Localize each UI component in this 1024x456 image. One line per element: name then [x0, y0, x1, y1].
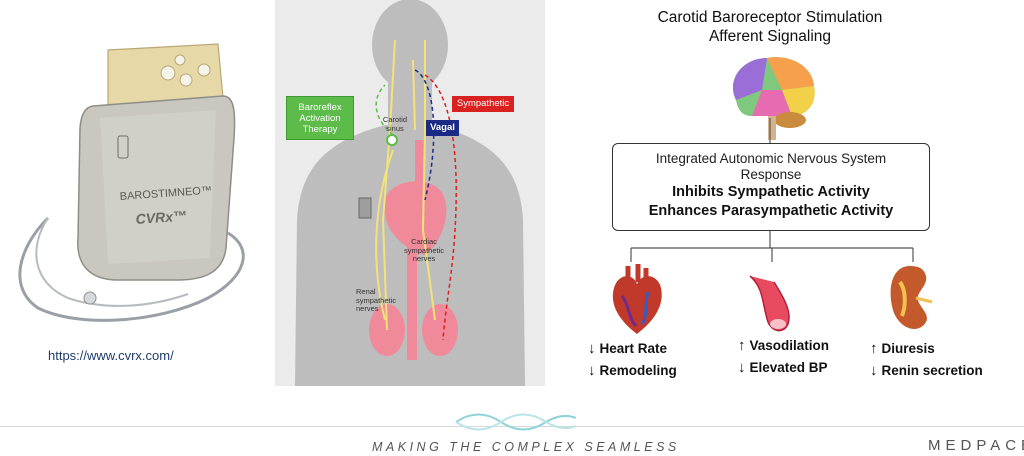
enhances-parasympathetic-text: Enhances Parasympathetic Activity	[648, 203, 894, 219]
organs	[369, 140, 458, 360]
aorta	[415, 140, 425, 200]
kidney-effects: ↑Diuresis ↓Renin secretion	[870, 338, 983, 382]
response-line-2: Response	[740, 167, 802, 182]
vessel-icon	[749, 275, 790, 332]
down-arrow-icon: ↓	[588, 340, 596, 357]
cvrx-link[interactable]: https://www.cvrx.com/	[48, 348, 174, 363]
autonomic-response-box: Integrated Autonomic Nervous System Resp…	[612, 143, 930, 231]
response-line-1: Integrated Autonomic Nervous System	[655, 151, 887, 166]
medpace-logo: MEDPACE	[928, 437, 1024, 454]
device-maker-text: CVRx™	[135, 207, 187, 227]
effect-renin: ↓Renin secretion	[870, 360, 983, 382]
right-kidney	[422, 304, 458, 356]
connector-lines	[630, 118, 914, 262]
anatomy-panel: Baroreflex Activation Therapy Carotid si…	[275, 0, 545, 386]
barostim-device-image: BAROSTIMNEO™ CVRx™	[8, 18, 270, 338]
heart-rate-text: Heart Rate	[599, 341, 668, 356]
heart-effects: ↓Heart Rate ↓Remodeling	[588, 338, 677, 382]
remodeling-text: Remodeling	[599, 363, 677, 378]
vagal-path	[414, 69, 435, 201]
afferent-path	[375, 84, 394, 136]
diagram-title: Carotid Baroreceptor Stimulation Afferen…	[620, 8, 920, 46]
down-arrow-icon: ↓	[738, 359, 746, 376]
sympathetic-path	[424, 74, 457, 341]
implant-marker	[358, 197, 372, 219]
renal-nerves-label: Renal sympathetic nerves	[356, 287, 397, 313]
vasodilation-text: Vasodilation	[749, 338, 830, 353]
title-line-1: Carotid Baroreceptor Stimulation	[657, 9, 883, 26]
nerve-paths	[375, 39, 436, 331]
effect-remodeling: ↓Remodeling	[588, 360, 677, 382]
vessel-effects: ↑Vasodilation ↓Elevated BP	[738, 335, 829, 379]
elevated-bp-text: Elevated BP	[749, 360, 828, 375]
carotid-sinus-label: Carotid sinus	[382, 115, 408, 133]
down-arrow-icon: ↓	[870, 362, 878, 379]
effect-vasodilation: ↑Vasodilation	[738, 335, 829, 357]
renin-text: Renin secretion	[881, 363, 983, 378]
effect-heart-rate: ↓Heart Rate	[588, 338, 677, 360]
down-arrow-icon: ↓	[588, 362, 596, 379]
kidney-icon	[890, 266, 933, 329]
title-line-2: Afferent Signaling	[708, 28, 832, 45]
up-arrow-icon: ↑	[738, 337, 746, 354]
descending-aorta	[407, 200, 417, 360]
cardiac-nerves-label: Cardiac sympathetic nerves	[403, 237, 445, 263]
carotid-electrode	[386, 134, 398, 146]
effect-diuresis: ↑Diuresis	[870, 338, 983, 360]
inhibits-sympathetic-text: Inhibits Sympathetic Activity	[672, 184, 870, 200]
vagal-label: Vagal	[426, 120, 459, 136]
sympathetic-label: Sympathetic	[452, 96, 514, 112]
diuresis-text: Diuresis	[881, 341, 935, 356]
dna-icon	[456, 413, 576, 431]
effect-elevated-bp: ↓Elevated BP	[738, 357, 829, 379]
footer-tagline: MAKING THE COMPLEX SEAMLESS	[372, 440, 680, 454]
baroreflex-therapy-label: Baroreflex Activation Therapy	[286, 96, 354, 140]
brain-icon	[732, 57, 815, 140]
heart-icon	[612, 264, 662, 334]
up-arrow-icon: ↑	[870, 340, 878, 357]
